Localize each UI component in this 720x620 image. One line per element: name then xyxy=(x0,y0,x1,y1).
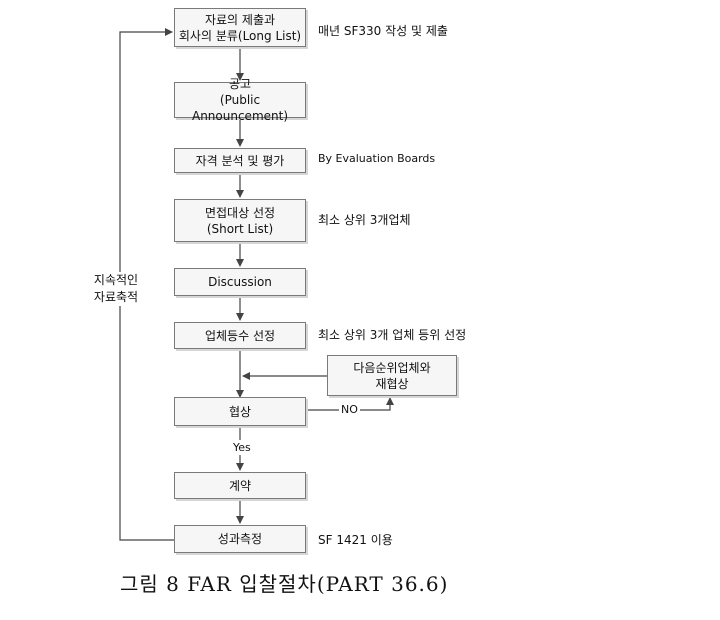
step-negotiation-line1: 협상 xyxy=(228,404,252,419)
feedback-loop-label: 지속적인 자료축적 xyxy=(78,272,154,306)
edge-label-no: NO xyxy=(339,403,360,416)
step-performance-note: SF 1421 이용 xyxy=(318,533,393,547)
step-announcement-box: 공고 (Public Announcement) xyxy=(174,77,306,123)
step-evaluation-line1: 자격 분석 및 평가 xyxy=(195,153,285,168)
renegotiate-line1: 다음순위업체와 xyxy=(353,360,431,375)
step-evaluation-box: 자격 분석 및 평가 xyxy=(174,148,306,173)
step-ranking-line1: 업체등수 선정 xyxy=(204,328,276,343)
step-submission-note: 매년 SF330 작성 및 제출 xyxy=(318,24,448,38)
step-shortlist-note: 최소 상위 3개업체 xyxy=(318,213,411,227)
step-announcement-line1: 공고 xyxy=(228,77,252,91)
feedback-loop-line2: 자료축적 xyxy=(93,290,139,304)
step-performance-line1: 성과측정 xyxy=(217,532,263,546)
step-ranking-box: 업체등수 선정 xyxy=(174,322,306,349)
step-submission-line1: 자료의 제출과 xyxy=(204,12,276,27)
step-contract-line1: 계약 xyxy=(228,478,252,493)
step-performance-box: 성과측정 xyxy=(174,525,306,553)
step-ranking-note: 최소 상위 3개 업체 등위 선정 xyxy=(318,328,467,342)
step-announcement-line2: (Public Announcement) xyxy=(191,93,289,123)
step-contract-box: 계약 xyxy=(174,472,306,499)
feedback-loop-line1: 지속적인 xyxy=(93,273,139,287)
step-discussion-box: Discussion xyxy=(174,268,306,296)
step-evaluation-note: By Evaluation Boards xyxy=(318,152,436,165)
step-shortlist-line2: (Short List) xyxy=(206,221,274,236)
figure-caption: 그림 8 FAR 입찰절차(PART 36.6) xyxy=(120,572,449,596)
renegotiate-box: 다음순위업체와 재협상 xyxy=(327,355,457,396)
renegotiate-line2: 재협상 xyxy=(375,376,409,391)
step-shortlist-box: 면접대상 선정 (Short List) xyxy=(174,199,306,242)
step-negotiation-box: 협상 xyxy=(174,397,306,426)
step-submission-line2: 회사의 분류(Long List) xyxy=(178,28,302,43)
step-discussion-line1: Discussion xyxy=(208,275,272,289)
edge-label-yes: Yes xyxy=(231,440,253,455)
step-shortlist-line1: 면접대상 선정 xyxy=(204,205,276,220)
step-submission-box: 자료의 제출과 회사의 분류(Long List) xyxy=(174,8,306,47)
arrow-no-branch xyxy=(306,397,394,411)
